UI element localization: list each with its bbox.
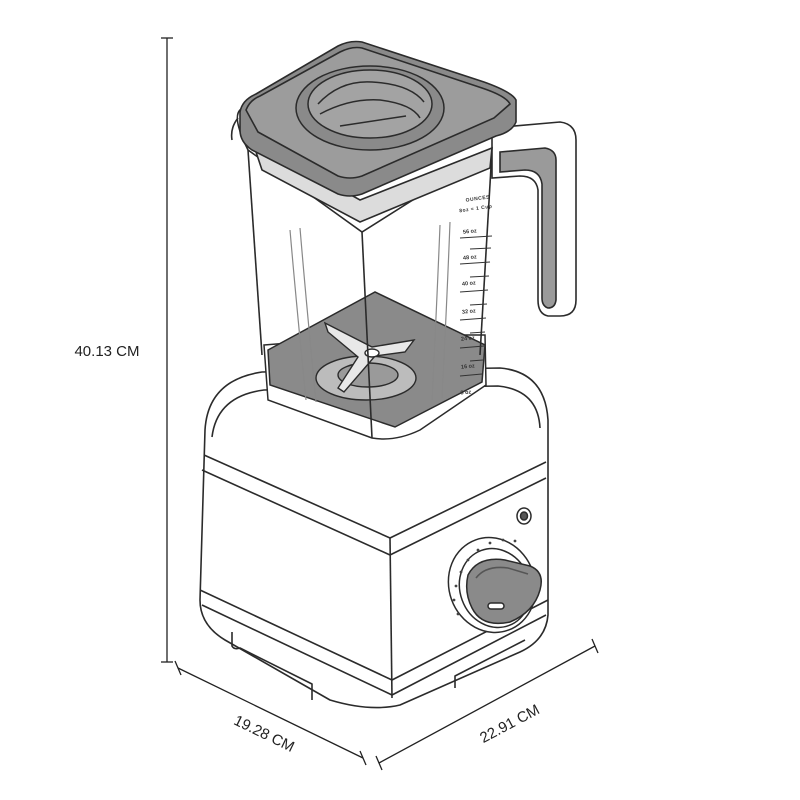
width-label: 22.91 CM — [477, 701, 542, 747]
measurement-scale — [459, 235, 493, 377]
blade-assembly — [315, 321, 417, 401]
speed-dial[interactable] — [435, 525, 549, 645]
scale-mark-24: 24 oz — [461, 335, 476, 342]
jar-handle[interactable] — [491, 121, 577, 317]
scale-mark-48: 48 oz — [463, 254, 478, 261]
dial-tick-marks — [452, 538, 517, 616]
scale-mark-16: 16 oz — [461, 363, 476, 370]
height-label-bg — [60, 338, 152, 362]
scale-mark-8: 8 oz — [460, 389, 472, 396]
height-label: 40.13 CM — [74, 343, 139, 360]
scale-mark-40: 40 oz — [462, 280, 477, 287]
scale-subtitle: 8oz = 1 Cup — [459, 204, 493, 215]
width-dimension — [375, 638, 599, 771]
motor-base — [199, 367, 549, 709]
scale-mark-32: 32 oz — [462, 308, 477, 315]
depth-label: 19.28 CM — [231, 712, 297, 756]
lid-cap[interactable] — [295, 65, 445, 151]
scale-mark-56: 56 oz — [463, 228, 478, 235]
scale-title: OUNCES — [465, 194, 490, 203]
power-button[interactable] — [516, 507, 532, 525]
height-dimension — [161, 37, 173, 663]
depth-dimension — [174, 660, 367, 766]
